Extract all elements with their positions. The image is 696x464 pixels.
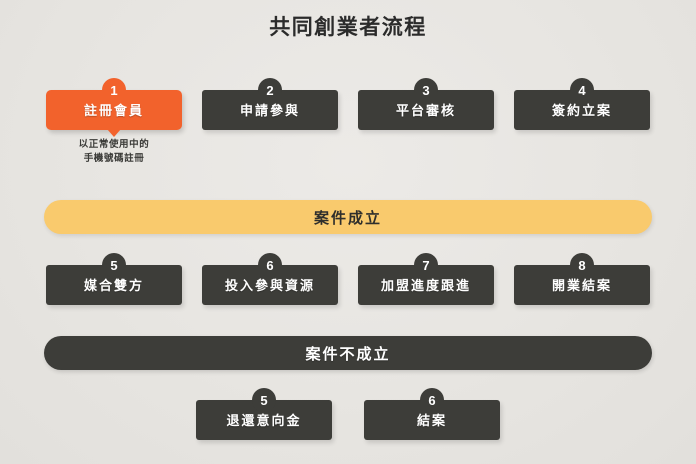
step-number-badge: 1 [102,78,126,102]
step-label: 開業結案 [551,277,612,293]
step-label: 註冊會員 [83,102,144,118]
step-number-badge: 3 [414,78,438,102]
step-number-badge: 6 [420,388,444,412]
step-label: 加盟進度跟進 [380,277,471,293]
step-number-badge: 4 [570,78,594,102]
step-label: 投入參與資源 [224,277,315,293]
step-number-badge: 5 [252,388,276,412]
page-title: 共同創業者流程 [269,16,427,39]
step-note-line-2: 手機號碼註冊 [83,153,145,165]
step-number-badge: 7 [414,253,438,277]
step-number-badge: 8 [570,253,594,277]
step-label: 退還意向金 [226,412,302,428]
step-number-badge: 6 [258,253,282,277]
step-label: 結案 [416,412,447,428]
step-number-badge: 5 [102,253,126,277]
step-note: 以正常使用中的手機號碼註冊 [39,138,189,167]
banner-case-established: 案件成立 [44,200,652,234]
banner-case-not-established: 案件不成立 [44,336,652,370]
step-label: 媒合雙方 [83,277,144,293]
step-label: 平台審核 [395,102,456,118]
step-label: 簽約立案 [551,102,612,118]
step-note-line-1: 以正常使用中的 [78,139,150,150]
triangle-pointer-icon [107,129,121,137]
step-label: 申請參與 [239,102,300,118]
step-number-badge: 2 [258,78,282,102]
